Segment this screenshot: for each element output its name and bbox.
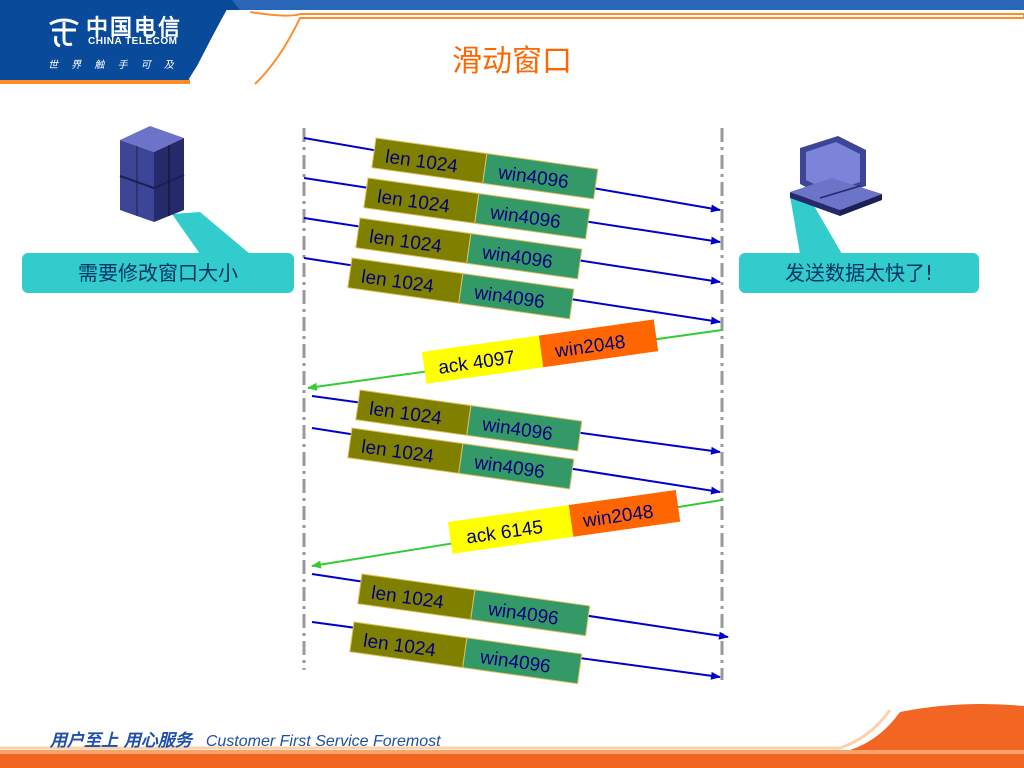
callout-left: 需要修改窗口大小	[22, 253, 294, 293]
ack-packet: ack 4097 win2048	[422, 319, 659, 384]
callout-right-tail	[790, 192, 842, 254]
desktop-computer-icon	[790, 136, 882, 216]
segment-packet: len 1024 win4096	[355, 389, 583, 452]
footer-slogan-cn: 用户至上 用心服务	[50, 731, 192, 751]
segment-packet: len 1024 win4096	[355, 217, 583, 280]
callout-right: 发送数据太快了!	[739, 253, 979, 293]
logo-chinese-name: 中国电信	[86, 16, 183, 41]
segment-packet: len 1024 win4096	[357, 573, 591, 637]
segment-packet: len 1024 win4096	[349, 621, 583, 685]
segment-packet: len 1024 win4096	[371, 137, 599, 200]
callout-left-tail	[172, 212, 250, 254]
logo-english-name: CHINA TELECOM	[88, 36, 178, 47]
segment-packet: len 1024 win4096	[347, 257, 575, 320]
footer-band	[0, 704, 1024, 768]
server-tower-icon	[119, 126, 185, 222]
logo-slogan: 世 界 触 手 可 及	[48, 60, 179, 71]
china-telecom-logo-icon	[49, 18, 79, 48]
ack-packet: ack 6145 win2048	[448, 489, 681, 554]
segment-packet: len 1024 win4096	[363, 177, 591, 240]
footer-slogan-en: Customer First Service Foremost	[205, 733, 441, 750]
footer-slogan: 用户至上 用心服务 Customer First Service Foremos…	[50, 726, 441, 751]
slide-title: 滑动窗口	[452, 44, 572, 79]
